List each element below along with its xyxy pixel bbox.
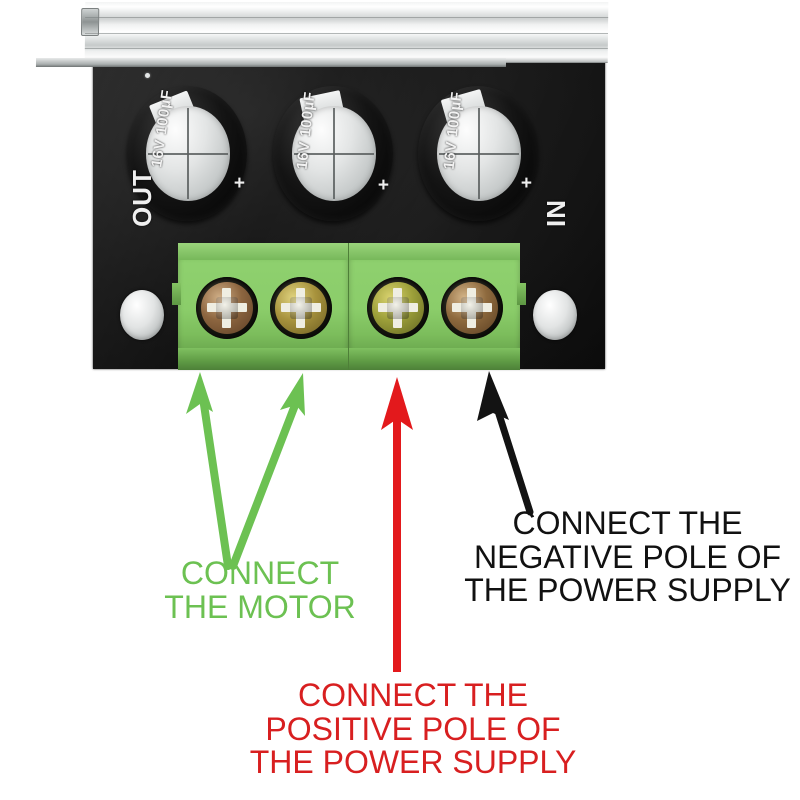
capacitor-right: 16V 100µF +: [418, 86, 538, 221]
terminal-ear-left: [172, 283, 181, 305]
terminal-screw-4[interactable]: [441, 277, 503, 339]
arrow-power-negative: [477, 371, 534, 516]
phillips-slot-h: [281, 303, 321, 313]
terminal-lip: [178, 243, 348, 260]
silkscreen-pad-dot: [145, 73, 150, 78]
terminal-screw-2[interactable]: [270, 277, 332, 339]
capacitor-vent-line-h: [293, 152, 375, 155]
screw-center: [386, 296, 410, 320]
capacitor-right-polarity: +: [520, 173, 532, 194]
phillips-slot-h: [452, 303, 492, 313]
capacitor-left: 16V 100µF +: [127, 86, 247, 221]
capacitor-vent-line-h: [438, 152, 520, 155]
annotation-positive-text: CONNECT THE POSITIVE POLE OF THE POWER S…: [249, 677, 577, 781]
terminal-screw-1[interactable]: [196, 277, 258, 339]
arrow-motor-right: [229, 373, 305, 570]
phillips-slot-h: [378, 303, 418, 313]
mounting-hole-left: [120, 290, 164, 340]
screw-center: [289, 296, 313, 320]
capacitor-top-vent: [146, 106, 231, 201]
annotation-negative-text: CONNECT THE NEGATIVE POLE OF THE POWER S…: [464, 505, 791, 609]
screw-center: [460, 296, 484, 320]
screw-head: [445, 281, 499, 335]
arrow-power-positive: [381, 377, 413, 672]
capacitor-vent-line-h: [147, 152, 229, 155]
screw-head: [200, 281, 254, 335]
arrow-motor-left: [186, 372, 232, 570]
terminal-base: [178, 348, 348, 370]
capacitor-middle-polarity: +: [377, 175, 389, 196]
mounting-hole-right: [533, 290, 577, 340]
phillips-slot-h: [207, 303, 247, 313]
terminal-ear-right: [517, 283, 526, 305]
capacitor-left-polarity: +: [233, 173, 245, 194]
screw-head: [274, 281, 328, 335]
capacitor-top-vent: [292, 106, 377, 201]
terminal-screw-3[interactable]: [367, 277, 429, 339]
terminal-base: [349, 348, 520, 370]
terminal-block[interactable]: [172, 243, 526, 370]
capacitor-top-vent: [437, 106, 522, 201]
annotation-motor-text: CONNECT THE MOTOR: [164, 555, 356, 625]
capacitor-middle: 16V 100µF +: [273, 86, 393, 221]
terminal-block-left-half[interactable]: [172, 243, 349, 370]
screw-center: [215, 296, 239, 320]
screw-head: [371, 281, 425, 335]
terminal-lip: [349, 243, 520, 260]
terminal-block-right-half[interactable]: [349, 243, 526, 370]
